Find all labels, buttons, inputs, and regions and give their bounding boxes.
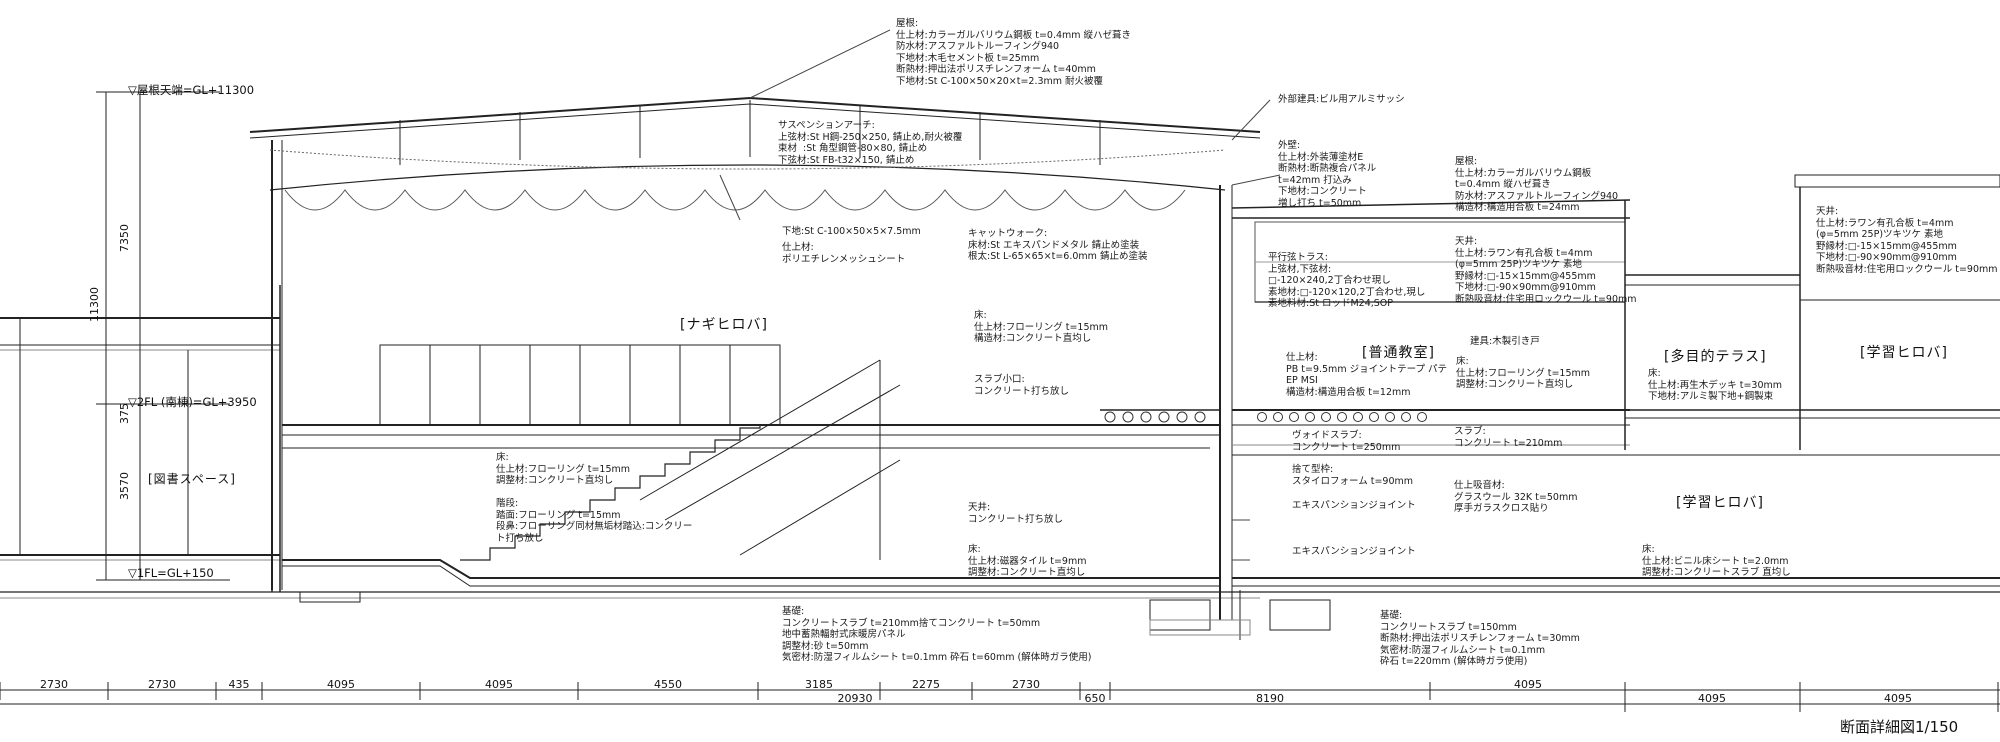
vdim-total: 11300 bbox=[88, 287, 101, 322]
void-slab bbox=[1104, 411, 1427, 423]
note-vinyl-floor: 床: 仕上材:ビニル床シート t=2.0mm 調整材:コンクリートスラブ 直均し bbox=[1642, 544, 1791, 578]
room-terrace: [多目的テラス] bbox=[1664, 349, 1767, 365]
note-found-right: 基礎: コンクリートスラブ t=150mm 断熱材:押出法ポリスチレンフォーム … bbox=[1380, 610, 1580, 667]
note-ceiling-right: 天井: 仕上材:ラワン有孔合板 t=4mm (φ=5mm 25P)ツキツケ 素地… bbox=[1816, 206, 1998, 275]
dim-seg-10: 8190 bbox=[1256, 692, 1284, 705]
dim-seg-12: 4095 bbox=[1698, 692, 1726, 705]
dim-seg-5: 4550 bbox=[654, 678, 682, 691]
note-sash: 外部建具:ビル用アルミサッシ bbox=[1278, 94, 1405, 105]
room-library: [図書スペース] bbox=[148, 472, 236, 486]
level-2fl: ▽2FL (南棟)=GL+3950 bbox=[128, 395, 257, 409]
note-roof-class: 屋根: 仕上材:カラーガルバリウム鋼板 t=0.4mm 縦ハゼ葺き 防水材:アス… bbox=[1455, 156, 1619, 213]
note-exp1: エキスパンションジョイント bbox=[1292, 500, 1416, 511]
dim-seg-4: 4095 bbox=[485, 678, 513, 691]
dim-seg-6: 3185 bbox=[805, 678, 833, 691]
note-suspension: サスペンションアーチ: 上弦材:St H鋼-250×250, 錆止め,耐火被覆 … bbox=[778, 120, 963, 166]
dim-seg-0: 2730 bbox=[40, 678, 68, 691]
note-roof-main: 屋根: 仕上材:カラーガルバリウム鋼板 t=0.4mm 縦ハゼ葺き 防水材:アス… bbox=[896, 18, 1132, 87]
dim-seg-13: 4095 bbox=[1884, 692, 1912, 705]
room-learning-upper: [学習ヒロバ] bbox=[1860, 345, 1948, 361]
vdim-upper: 7350 bbox=[118, 224, 131, 252]
dim-seg-1: 2730 bbox=[148, 678, 176, 691]
note-slab-opening: スラブ小口: コンクリート打ち放し bbox=[974, 374, 1070, 397]
note-ceiling-conc: 天井: コンクリート打ち放し bbox=[968, 502, 1064, 525]
stairs bbox=[460, 425, 761, 561]
note-catwalk: キャットウォーク: 床材:St エキスパンドメタル 錆止め塗装 根太:St L-… bbox=[968, 228, 1148, 262]
note-void-slab: ヴォイドスラブ: コンクリート t=250mm bbox=[1292, 430, 1401, 453]
note-absorb: 仕上吸音材: グラスウール 32K t=50mm 厚手ガラスクロス貼り bbox=[1454, 480, 1578, 514]
room-classroom: [普通教室] bbox=[1362, 345, 1435, 361]
drawing-title: 断面詳細図1/150 bbox=[1840, 718, 1959, 736]
dim-seg-9: 650 bbox=[1084, 692, 1106, 705]
note-slab: スラブ: コンクリート t=210mm bbox=[1454, 426, 1563, 449]
suspension-arch bbox=[269, 164, 1226, 191]
dim-seg-3: 4095 bbox=[327, 678, 355, 691]
note-ceiling-class: 天井: 仕上材:ラワン有孔合板 t=4mm (φ=5mm 25P)ツキツケ 素地… bbox=[1455, 236, 1637, 305]
vdim-lower: 3570 bbox=[118, 472, 131, 500]
note-tile-floor: 床: 仕上材:磁器タイル t=9mm 調整材:コンクリート直均し bbox=[968, 544, 1087, 578]
level-roof-top: ▽屋根天端=GL+11300 bbox=[128, 83, 255, 97]
note-mesh: 仕上材: ポリエチレンメッシュシート bbox=[782, 242, 906, 265]
note-under-lower: 下地:St C-100×50×5×7.5mm bbox=[782, 226, 921, 237]
note-class-wall: 仕上材: PB t=9.5mm ジョイントテープ パテ EP MSI 構造材:構… bbox=[1286, 352, 1448, 398]
dim-seg-2: 435 bbox=[228, 678, 250, 691]
note-formwork: 捨て型枠: スタイロフォーム t=90mm bbox=[1292, 464, 1414, 487]
note-library-floor: 床: 仕上材:フローリング t=15mm 調整材:コンクリート直均し bbox=[496, 452, 631, 486]
dim-seg-7: 2275 bbox=[912, 678, 940, 691]
room-nagi: [ナギヒロバ] bbox=[680, 317, 768, 333]
note-class-floor: 床: 仕上材:フローリング t=15mm 調整材:コンクリート直均し bbox=[1456, 356, 1591, 390]
note-floor-2f: 床: 仕上材:フローリング t=15mm 構造材:コンクリート直均し bbox=[974, 310, 1109, 344]
note-stairs: 階段: 踏面:フローリング t=15mm 段鼻:フローリング同材無垢材踏込:コン… bbox=[496, 498, 693, 544]
room-learning-lower: [学習ヒロバ] bbox=[1676, 495, 1764, 511]
note-wall: 外壁: 仕上材:外装薄塗材E 断熱材:断熱複合パネル t=42mm 打込み 下地… bbox=[1278, 140, 1377, 209]
note-terrace-floor: 床: 仕上材:再生木デッキ t=30mm 下地材:アルミ製下地+鋼製束 bbox=[1648, 368, 1783, 402]
vdim-mid: 375 bbox=[118, 403, 131, 424]
note-exp2: エキスパンションジョイント bbox=[1292, 546, 1416, 557]
note-truss: 平行弦トラス: 上弦材,下弦材: □-120×240,2丁合わせ現し 素地材:□… bbox=[1268, 252, 1426, 309]
dim-seg-8: 2730 bbox=[1012, 678, 1040, 691]
level-1fl: ▽1FL=GL+150 bbox=[128, 566, 214, 580]
note-found-left: 基礎: コンクリートスラブ t=210mm捨てコンクリート t=50mm 地中蓄… bbox=[782, 606, 1092, 663]
dim-seg-11: 4095 bbox=[1514, 678, 1542, 691]
roof-line bbox=[249, 96, 1261, 133]
note-door: 建具:木製引き戸 bbox=[1470, 336, 1540, 347]
dim-total-a: 20930 bbox=[837, 692, 873, 705]
